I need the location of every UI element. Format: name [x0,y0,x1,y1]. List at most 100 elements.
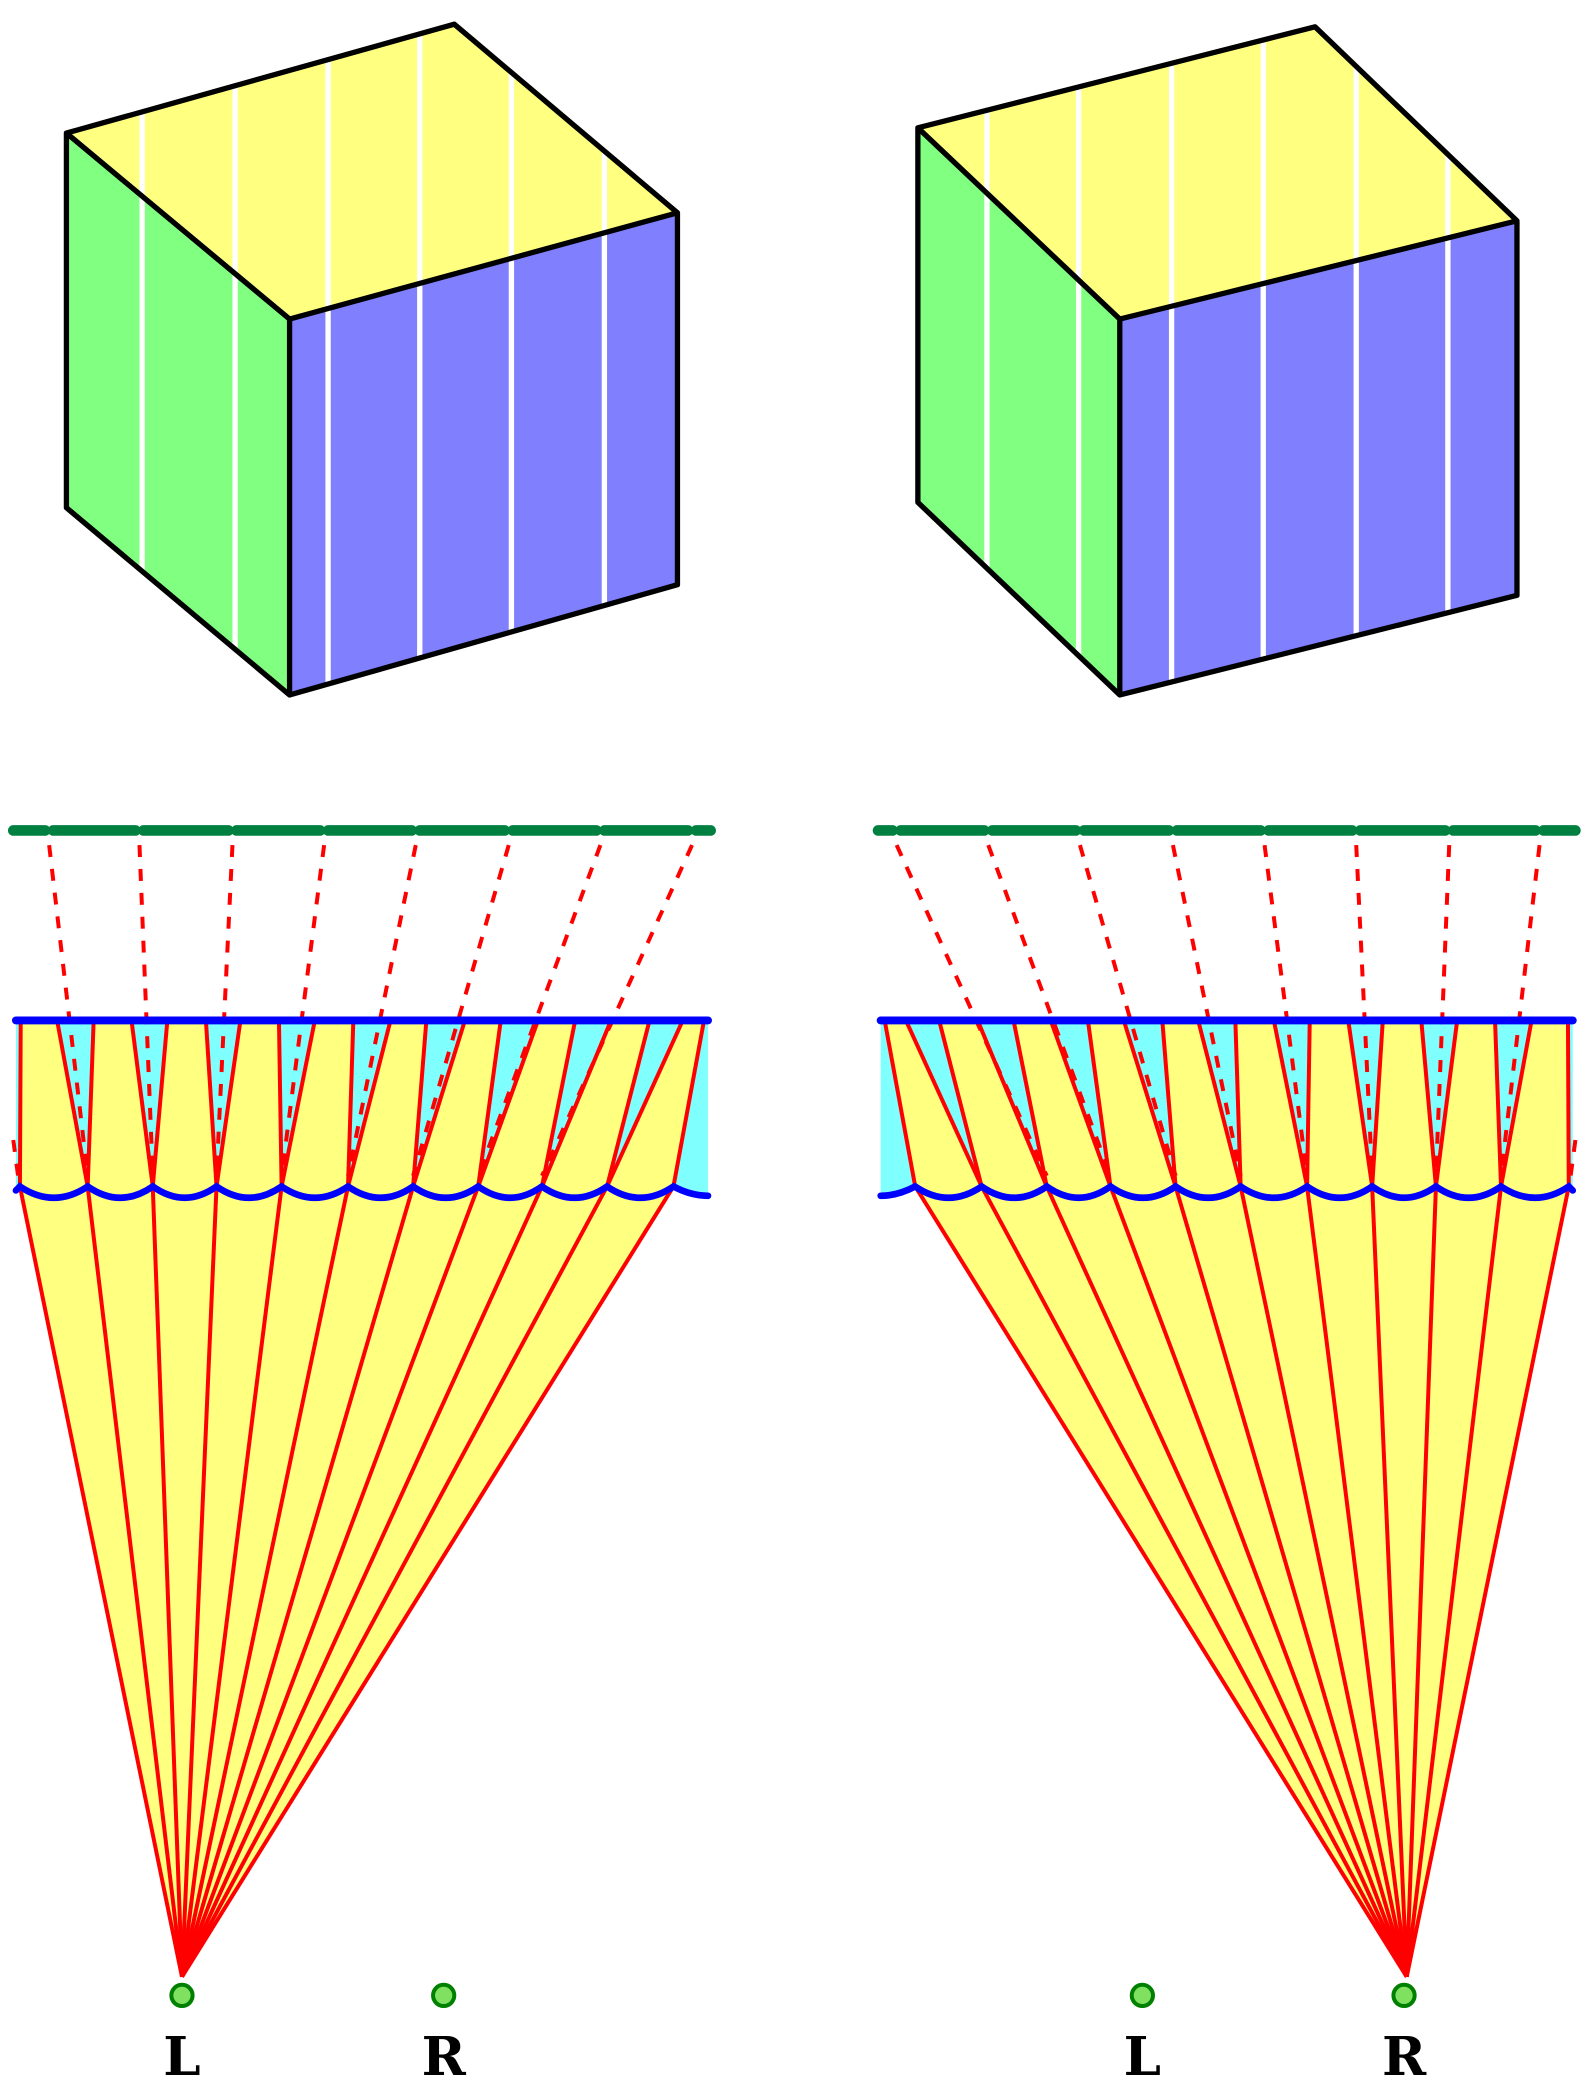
refracted-beam-fill [1501,1020,1569,1187]
cube-right-view [915,24,1520,698]
refracted-ray-line [1085,1020,1113,1187]
refracted-ray-line [904,1019,984,1188]
refracted-ray-line [214,1020,243,1187]
refracted-ray-line [203,1020,219,1187]
dotted-projection-line [1078,844,1178,1177]
dotted-projection-line [214,844,235,1176]
refracted-beam-fill [1162,1020,1241,1187]
refracted-beam-fill [541,1020,650,1187]
ray-line [1108,1185,1409,1978]
refracted-ray-line [671,1020,706,1187]
dotted-projection-line [137,845,155,1176]
refracted-ray-line [1346,1020,1375,1187]
dotted-projection-line [11,1139,21,1181]
dotted-projection-line [1170,844,1243,1177]
refracted-ray-line [540,1020,578,1187]
label-right-panel-L: L [1124,2025,1161,2088]
ray-line [1370,1186,1409,1977]
refracted-ray-line [85,1020,96,1187]
refracted-ray-line [1233,1020,1243,1187]
refracted-ray-line [279,1020,317,1187]
ray-line [1404,1186,1571,1978]
ray-line [913,1185,1409,1978]
refracted-ray-line [1011,1020,1049,1187]
dotted-projection-line [1499,844,1542,1177]
ray-line [1305,1186,1409,1978]
label-left-panel-R: R [422,2025,467,2088]
eye-dot-left-panel-R [431,1982,457,2009]
refracted-ray-line [150,1020,170,1187]
refracted-ray-line [605,1019,652,1187]
refracted-ray-line [540,1019,613,1188]
refracted-ray-line [476,1020,503,1187]
label-left-panel-L: L [163,2025,200,2088]
ray-line [1404,1186,1438,1977]
ray-line [180,1185,544,1978]
cube-right-face [1119,220,1517,695]
ray-line [180,1186,284,1978]
refracted-beam-fill [19,1020,88,1187]
refracted-ray-line [1419,1020,1438,1187]
ray-line [85,1186,184,1978]
cube-left-face [917,127,1120,695]
cube-outline [63,21,681,698]
ray-line [150,1186,184,1977]
dotted-projection-line [1354,844,1375,1176]
dotted-projection-line [47,844,90,1177]
refracted-ray-line [1271,1020,1310,1187]
cube-left-view [63,21,681,698]
refracted-beam-fill [281,1020,354,1187]
eye-dot-right-panel-L [1129,1982,1155,2009]
dotted-projection-line [279,844,327,1177]
refracted-ray-line [411,1020,429,1187]
ray-line [180,1185,416,1978]
refracted-ray-line [1160,1020,1178,1187]
refracted-beam-fill [216,1020,282,1187]
cube-right-face [289,212,678,695]
refracted-ray-line [1121,1019,1178,1188]
refracted-beam-fill [413,1020,501,1187]
refracted-ray-line [411,1019,467,1188]
ray-fan-fill [19,1186,674,1977]
refracted-ray-line [1196,1019,1243,1187]
refracted-beam-fill [1372,1020,1436,1187]
ray-fan-fill [915,1186,1569,1977]
ray-line [180,1185,609,1978]
refracted-ray-line [937,1019,984,1187]
ray-line [1044,1185,1409,1978]
eye-dot-right-panel-R [1391,1982,1417,2009]
refracted-ray-line [605,1019,685,1188]
refracted-beam-fill [1087,1020,1176,1187]
dotted-projection-line [986,844,1113,1177]
refracted-ray-line [1370,1020,1385,1187]
ray-line [180,1186,350,1978]
ray-line [979,1185,1409,1978]
ray-line [179,1186,219,1977]
refracted-ray-line [1305,1020,1312,1187]
dotted-projection-line [411,844,511,1177]
refracted-ray-line [346,1020,356,1187]
lens-ray-panel-right-eye [872,825,1581,1978]
eye-dot-left-panel-L [169,1982,195,2009]
refracted-ray-line [276,1020,284,1187]
refracted-beam-fill [348,1020,427,1187]
cube-top-face [66,24,678,320]
cube-outline [915,24,1520,698]
dotted-projection-line [1568,1139,1578,1181]
refracted-ray-line [1433,1020,1460,1187]
refracted-beam-fill [939,1020,1047,1187]
lens-curved-surface [877,1182,1577,1201]
refracted-ray-line [55,1020,90,1187]
lens-curved-surface [12,1182,712,1201]
refracted-beam-fill [1235,1020,1308,1187]
ray-line [180,1185,676,1978]
refracted-ray-line [1565,1020,1571,1187]
refracted-beam-fill [1013,1020,1111,1187]
dotted-projection-line [346,844,418,1177]
refracted-beam-fill [152,1020,217,1187]
refracted-ray-line [129,1020,155,1187]
ray-line [1404,1186,1503,1978]
refracted-beam-fill [1307,1020,1373,1187]
refracted-ray-line [1048,1019,1113,1188]
